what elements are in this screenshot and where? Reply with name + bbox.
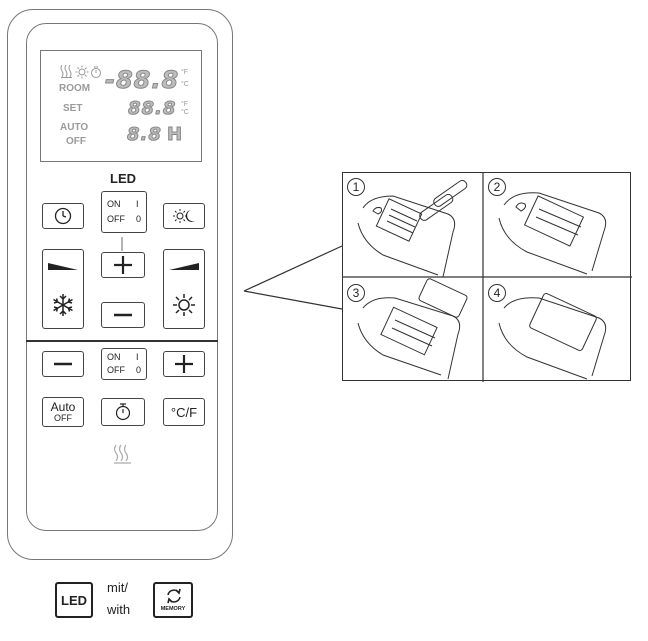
connector-tick — [121, 237, 123, 251]
lower-on-off-switch[interactable]: ON I OFF 0 — [101, 348, 147, 380]
off-label: OFF — [66, 136, 86, 147]
timer-clock-button[interactable] — [42, 203, 84, 229]
auto-label: AUTO — [60, 122, 89, 133]
ramp-down-icon — [48, 263, 78, 270]
with-label: with — [107, 602, 131, 617]
lcd-display: ROOM -88.8 °F °C SET 88.8 °F °C AUTO OFF… — [40, 50, 202, 162]
set-temperature-digits: 88.8 — [127, 98, 177, 120]
increase-button[interactable] — [101, 252, 145, 278]
room-unit-c: °C — [181, 81, 189, 88]
led-key-icon: LED — [55, 582, 93, 618]
led-on-off-switch[interactable]: ON I OFF 0 — [101, 191, 147, 233]
auto-button-off-label: OFF — [54, 413, 72, 423]
steps-grid — [343, 173, 632, 382]
day-night-button[interactable] — [163, 203, 205, 229]
ramp-up-icon — [169, 263, 199, 270]
refresh-arrows-icon — [167, 588, 181, 604]
stopwatch-button[interactable] — [101, 398, 145, 426]
step-2-number: 2 — [488, 178, 506, 196]
timer-icon — [115, 403, 131, 421]
auto-off-button[interactable]: Auto OFF — [42, 397, 84, 427]
room-label: ROOM — [59, 83, 91, 94]
step-1-illustration — [357, 179, 468, 277]
sun-icon — [173, 294, 195, 316]
battery-steps-panel: 1 2 3 4 — [342, 172, 632, 382]
step-3-number: 3 — [347, 284, 365, 302]
lower-minus-button[interactable] — [42, 351, 84, 377]
switch-off-mark: 0 — [136, 214, 142, 224]
mit-label: mit/ — [107, 580, 128, 595]
step-3-illustration — [357, 278, 468, 380]
plus-icon — [114, 256, 132, 274]
auto-button-label: Auto — [50, 400, 76, 414]
memory-key-icon: MEMORY — [153, 582, 193, 618]
sun-moon-icon — [173, 209, 195, 223]
snowflake-icon — [53, 294, 73, 316]
timer-digits: 8.8 — [127, 124, 162, 146]
switch-on-mark: I — [136, 352, 139, 362]
step-4-illustration — [498, 293, 607, 380]
decrease-button[interactable] — [101, 302, 145, 328]
switch-off-mark: 0 — [136, 365, 142, 375]
step-2-illustration — [498, 192, 607, 275]
set-unit-c: °C — [181, 109, 189, 116]
step-4-number: 4 — [488, 284, 506, 302]
set-label: SET — [63, 103, 83, 114]
unit-toggle-label: °C/F — [170, 404, 198, 420]
switch-off-label: OFF — [107, 214, 125, 224]
lower-plus-button[interactable] — [163, 351, 205, 377]
minus-icon — [54, 362, 72, 366]
plus-icon — [175, 355, 193, 373]
heat-up-button[interactable] — [163, 249, 205, 329]
lcd-status-icons — [60, 65, 101, 79]
timer-unit: H — [166, 124, 184, 146]
switch-on-label: ON — [107, 352, 121, 362]
switch-off-label: OFF — [107, 365, 125, 375]
minus-icon — [114, 313, 132, 317]
room-temperature-digits: -88.8 — [104, 66, 180, 95]
memory-key-label: MEMORY — [160, 606, 186, 612]
remote-divider — [26, 340, 218, 342]
heat-waves-icon — [113, 444, 131, 464]
switch-on-label: ON — [107, 199, 121, 209]
cool-down-button[interactable] — [42, 249, 84, 329]
step-1-number: 1 — [347, 178, 365, 196]
switch-on-mark: I — [136, 199, 139, 209]
clock-icon — [54, 207, 72, 225]
room-unit-f: °F — [181, 69, 189, 76]
set-unit-f: °F — [181, 101, 189, 108]
led-label: LED — [110, 171, 136, 186]
unit-toggle-button[interactable]: °C/F — [163, 398, 205, 426]
